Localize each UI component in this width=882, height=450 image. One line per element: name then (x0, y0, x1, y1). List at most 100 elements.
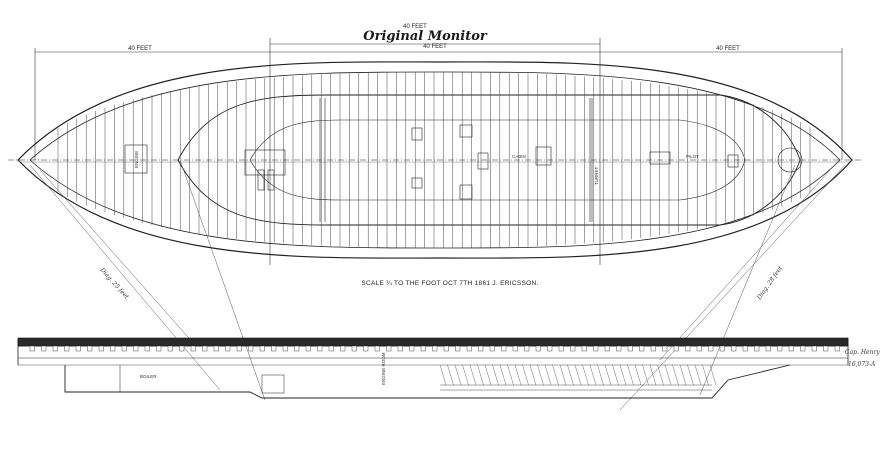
deck-tooth (294, 345, 300, 352)
deck-tooth (823, 345, 829, 352)
keel-frame (672, 364, 679, 386)
deck-tooth (386, 345, 392, 352)
keel-frame (597, 364, 604, 386)
keel-frame (484, 364, 492, 386)
keel-frame (544, 364, 552, 386)
deck-tooth (570, 345, 576, 352)
keel-frame (604, 364, 612, 386)
deck-tooth (719, 345, 725, 352)
turret-circle (777, 147, 803, 173)
deck-tooth (800, 345, 806, 352)
deck-tooth (351, 345, 357, 352)
plan-label-cabin: CABIN (512, 154, 526, 159)
plan-label-engine: ENGINE (134, 151, 139, 168)
deck-tooth (340, 345, 346, 352)
keel-frame (529, 364, 537, 386)
keel-frame (537, 364, 544, 386)
deck-tooth (41, 345, 47, 352)
deck-tooth (443, 345, 449, 352)
deck-tooth (811, 345, 817, 352)
deck-tooth (754, 345, 760, 352)
deck-tooth (639, 345, 645, 352)
keel-frame (627, 364, 634, 386)
keel-frame (522, 364, 529, 386)
keel-frame (619, 364, 627, 386)
keel-frame (694, 364, 702, 386)
lower-label-engine-room: ENGINE ROOM (381, 352, 386, 385)
deck-tooth (524, 345, 530, 352)
deck-tooth (581, 345, 587, 352)
keel-frame (447, 364, 454, 386)
deck-tooth (248, 345, 254, 352)
deck-tooth (420, 345, 426, 352)
keel-frame (642, 364, 649, 386)
keel-frame (477, 364, 484, 386)
deck-tooth (156, 345, 162, 352)
deck-tooth (765, 345, 771, 352)
keel-frame (469, 364, 477, 386)
deck-tooth (604, 345, 610, 352)
keel-frame (687, 364, 694, 386)
keel-frame (634, 364, 642, 386)
keel-frame (589, 364, 597, 386)
deck-tooth (179, 345, 185, 352)
deck-tooth (834, 345, 840, 352)
hull-ribs (57, 72, 811, 248)
hull-inner-outline (29, 71, 841, 249)
deck-tooth (397, 345, 403, 352)
deck-tooth (512, 345, 518, 352)
margin-note: Cap. Henry (845, 349, 880, 356)
keel-frame (574, 364, 582, 386)
deck-tooth (225, 345, 231, 352)
deck-tooth (409, 345, 415, 352)
deck-tooth (167, 345, 173, 352)
deck-tooth (547, 345, 553, 352)
interior-fittings (124, 98, 803, 222)
deck-tooth (271, 345, 277, 352)
deck-tooth (478, 345, 484, 352)
deck-tooth (87, 345, 93, 352)
hull-plan (8, 61, 862, 259)
deck-tooth (282, 345, 288, 352)
deck-tooth (328, 345, 334, 352)
keel-frame (499, 364, 507, 386)
deck-tooth (650, 345, 656, 352)
deck-tooth (742, 345, 748, 352)
keel-frame (709, 364, 717, 386)
deck-tooth (259, 345, 265, 352)
diagonal-label-left: Diag. 25 feet (98, 266, 131, 301)
keel-frame (649, 364, 657, 386)
deck-tooth (673, 345, 679, 352)
keel-frame (664, 364, 672, 386)
keel-frame (679, 364, 687, 386)
deck-tooth (236, 345, 242, 352)
deck-tooth (593, 345, 599, 352)
keel-frame (507, 364, 514, 386)
keel-frame (657, 364, 664, 386)
deck-tooth (202, 345, 208, 352)
construction-lines (29, 159, 846, 411)
keel-frames (439, 364, 717, 386)
keel-frame (462, 364, 469, 386)
deck-tooth (662, 345, 668, 352)
plan-label-pilot: PILOT (686, 154, 699, 159)
deck-tooth (616, 345, 622, 352)
keel-frame (567, 364, 574, 386)
keel-frame (702, 364, 709, 386)
deck-tooth (190, 345, 196, 352)
deck-tooth (777, 345, 783, 352)
deck-tooth (696, 345, 702, 352)
deck-tooth (432, 345, 438, 352)
deck-tooth (29, 345, 35, 352)
deck-tooth (144, 345, 150, 352)
diagonal-label-right: Diag. 28 feet (755, 265, 784, 302)
keel-frame (559, 364, 567, 386)
catalog-number: 16,073-A (848, 361, 876, 368)
deck-tooth (466, 345, 472, 352)
fitting-forward-box (124, 144, 148, 174)
deck-tooth (501, 345, 507, 352)
deck-armor-teeth (29, 345, 840, 352)
deck-tooth (731, 345, 737, 352)
keel-frame (582, 364, 589, 386)
